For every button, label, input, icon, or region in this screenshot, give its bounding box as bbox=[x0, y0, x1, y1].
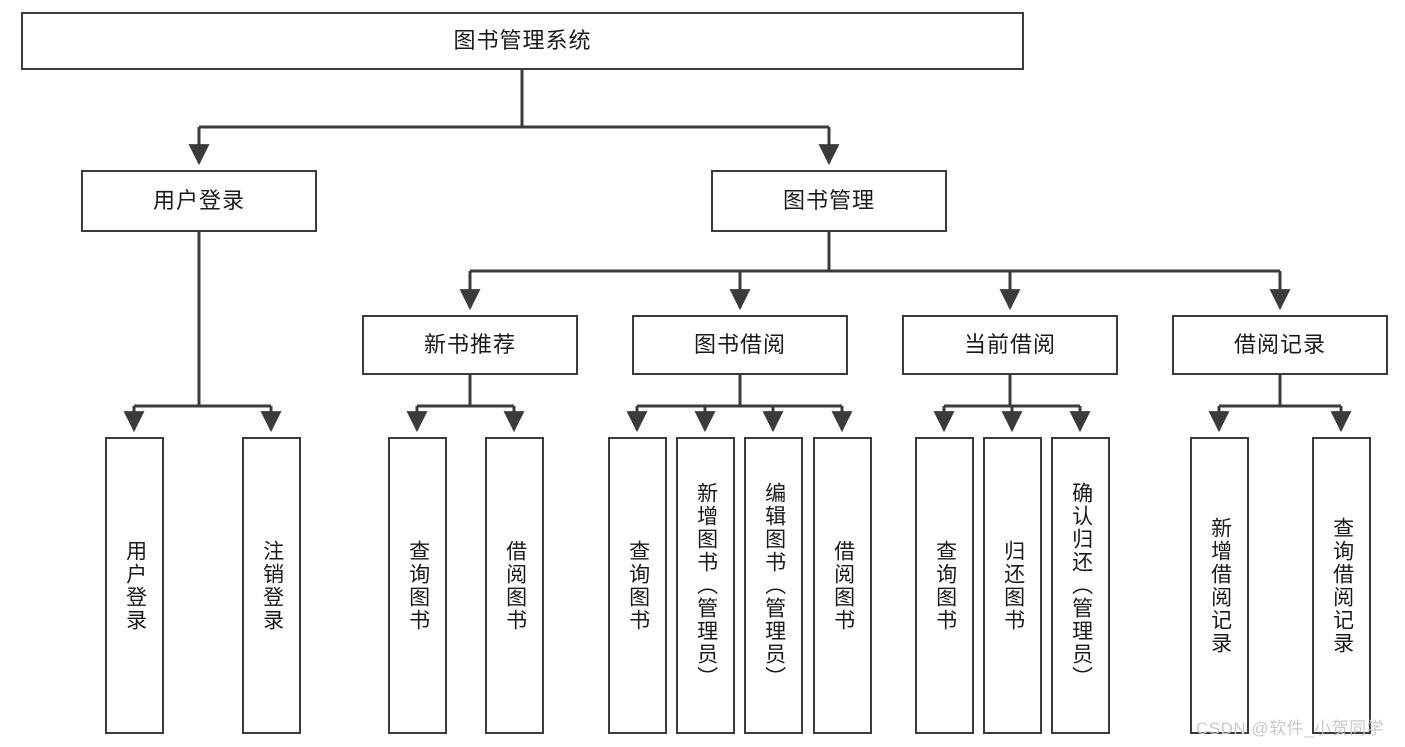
watermark-text: CSDN @软件_小贺同学 bbox=[1196, 719, 1385, 738]
node-current-borrow[interactable]: 当前借阅 bbox=[902, 315, 1118, 375]
node-borrow-record[interactable]: 借阅记录 bbox=[1172, 315, 1388, 375]
node-book-management[interactable]: 图书管理 bbox=[711, 170, 947, 232]
node-leaf-add-book-admin[interactable]: 新增图书（管理员） bbox=[676, 437, 735, 734]
node-root-system[interactable]: 图书管理系统 bbox=[21, 12, 1024, 70]
node-leaf-edit-book-admin[interactable]: 编辑图书（管理员） bbox=[744, 437, 803, 734]
node-leaf-query-book-current[interactable]: 查询图书 bbox=[915, 437, 974, 734]
node-leaf-confirm-return-admin[interactable]: 确认归还（管理员） bbox=[1051, 437, 1110, 734]
node-leaf-return-book[interactable]: 归还图书 bbox=[983, 437, 1042, 734]
node-leaf-add-borrow-record[interactable]: 新增借阅记录 bbox=[1190, 437, 1249, 734]
node-leaf-query-book-recommend[interactable]: 查询图书 bbox=[388, 437, 447, 734]
node-leaf-user-login[interactable]: 用户登录 bbox=[105, 437, 164, 734]
node-leaf-borrow-book-recommend[interactable]: 借阅图书 bbox=[485, 437, 544, 734]
node-user-login[interactable]: 用户登录 bbox=[81, 170, 317, 232]
node-new-book-recommend[interactable]: 新书推荐 bbox=[362, 315, 578, 375]
node-leaf-query-book-borrow[interactable]: 查询图书 bbox=[608, 437, 667, 734]
node-leaf-borrow-book[interactable]: 借阅图书 bbox=[813, 437, 872, 734]
node-leaf-logout[interactable]: 注销登录 bbox=[242, 437, 301, 734]
node-book-borrow[interactable]: 图书借阅 bbox=[632, 315, 848, 375]
node-leaf-query-borrow-record[interactable]: 查询借阅记录 bbox=[1312, 437, 1371, 734]
